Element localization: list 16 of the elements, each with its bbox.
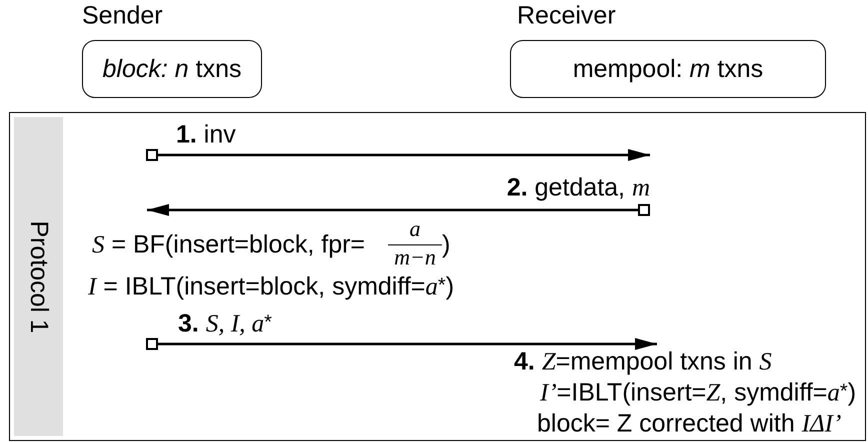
role-heading: Sender [82,2,163,30]
state-box [82,40,262,98]
formula-text: block= Z corrected with IΔI’ [537,410,842,438]
formula-text: 4. Z=mempool txns in S [514,348,772,376]
formula-text: 2. getdata, m [506,174,650,202]
state-text: block: n txns [102,54,242,84]
state-box [510,40,826,98]
protocol-title: Protocol 1 [24,220,52,334]
fraction-term: a [408,216,422,242]
role-heading: Receiver [517,2,616,30]
fraction-term: m−n [388,244,442,270]
protocol-frame [9,112,866,441]
formula-text: ) [442,231,450,259]
state-text: mempool: m txns [572,54,764,84]
formula-text: 1. inv [176,121,236,149]
formula-text: S = BF(insert=block, fpr= [92,231,366,259]
